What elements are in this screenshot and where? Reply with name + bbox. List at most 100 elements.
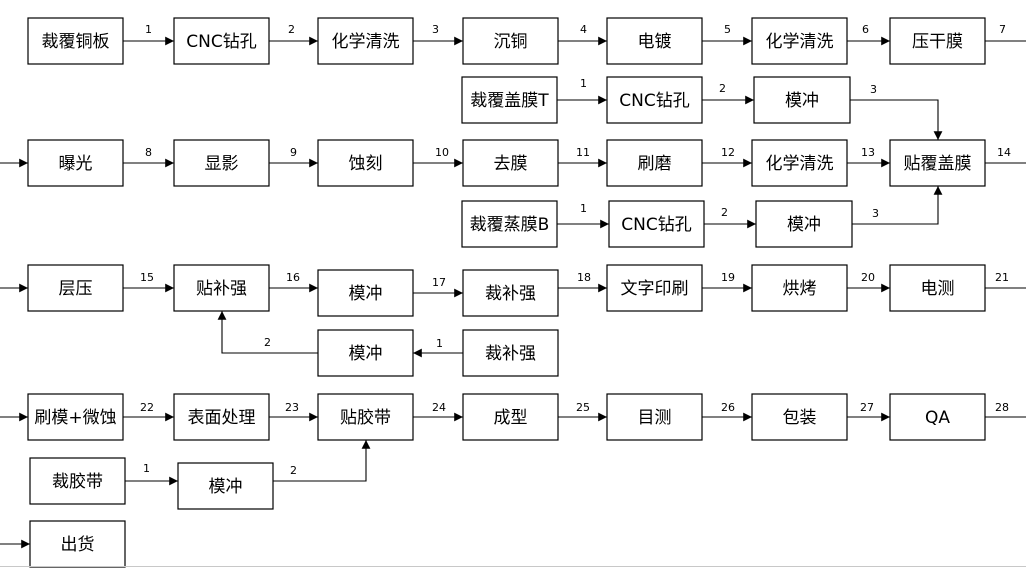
process-step-label: 裁补强 (485, 344, 536, 364)
process-step-n6: 化学清洗 (751, 17, 848, 65)
process-step-box (606, 264, 703, 312)
process-step-s4a: 裁胶带 (29, 457, 126, 505)
step-number-label: 2 (264, 336, 271, 349)
process-step-n11: 去膜 (462, 139, 559, 187)
flow-arrow-s1c-n14 (850, 99, 943, 140)
process-step-label: 文字印刷 (621, 279, 689, 299)
process-step-box (606, 17, 703, 65)
process-step-box (751, 139, 848, 187)
process-step-label: CNC钻孔 (621, 215, 691, 235)
process-step-box (889, 393, 986, 441)
process-step-label: 化学清洗 (766, 154, 834, 174)
step-number-label: 2 (290, 464, 297, 477)
process-step-label: 裁胶带 (52, 472, 103, 492)
process-step-label: 化学清洗 (332, 32, 400, 52)
process-step-box (317, 393, 414, 441)
process-step-label: CNC钻孔 (619, 91, 689, 111)
step-number-label: 12 (721, 146, 735, 159)
step-number-label: 27 (860, 401, 874, 414)
process-step-box (317, 17, 414, 65)
step-number-label: 3 (872, 207, 879, 220)
step-number-label: 28 (995, 401, 1009, 414)
process-step-label: 蚀刻 (349, 154, 383, 174)
step-number-label: 6 (862, 23, 869, 36)
process-step-n27: 包装 (751, 393, 848, 441)
process-step-n12: 刷磨 (606, 139, 703, 187)
step-number-label: 3 (870, 83, 877, 96)
process-step-box (753, 76, 851, 124)
process-step-label: 化学清洗 (766, 32, 834, 52)
process-step-box (173, 393, 270, 441)
process-step-box (29, 520, 126, 568)
step-number-label: 7 (999, 23, 1006, 36)
process-step-box (606, 139, 703, 187)
step-number-label: 3 (432, 23, 439, 36)
process-step-label: 模冲 (785, 91, 819, 111)
process-step-n23: 表面处理 (173, 393, 270, 441)
process-step-n24: 贴胶带 (317, 393, 414, 441)
process-step-label: 成型 (494, 408, 528, 428)
process-step-n15: 层压 (27, 264, 124, 312)
process-step-box (27, 264, 124, 312)
process-step-n3: 化学清洗 (317, 17, 414, 65)
process-step-label: 包装 (783, 408, 817, 428)
step-number-label: 1 (436, 337, 443, 350)
step-number-label: 8 (145, 146, 152, 159)
process-step-n21: 电测 (889, 264, 986, 312)
process-step-box (608, 200, 705, 248)
step-number-label: 21 (995, 271, 1009, 284)
step-number-label: 22 (140, 401, 154, 414)
process-step-n25: 成型 (462, 393, 559, 441)
process-step-label: 层压 (59, 279, 93, 299)
step-number-label: 2 (721, 206, 728, 219)
process-step-n29: 出货 (29, 520, 126, 568)
step-number-label: 9 (290, 146, 297, 159)
process-step-label: 压干膜 (912, 32, 963, 52)
process-step-n13: 化学清洗 (751, 139, 848, 187)
process-step-label: 去膜 (494, 154, 528, 174)
step-number-label: 2 (288, 23, 295, 36)
process-step-label: 贴补强 (196, 279, 247, 299)
process-step-box (461, 76, 558, 124)
process-step-n20: 烘烤 (751, 264, 848, 312)
step-number-label: 15 (140, 271, 154, 284)
step-number-label: 14 (997, 146, 1011, 159)
process-step-label: 电镀 (638, 32, 672, 52)
process-step-n1: 裁覆铜板 (27, 17, 124, 65)
process-step-n22: 刷模+微蚀 (27, 393, 124, 441)
flow-arrow-s2c-n14 (852, 186, 943, 225)
process-step-box (462, 329, 559, 377)
process-step-n28: QA (889, 393, 986, 441)
process-step-box (29, 457, 126, 505)
process-step-box (462, 139, 559, 187)
process-step-label: 贴覆盖膜 (904, 154, 972, 174)
process-step-box (27, 139, 124, 187)
process-step-box (27, 393, 124, 441)
process-step-box (462, 269, 559, 317)
process-step-label: 模冲 (787, 215, 821, 235)
process-step-box (606, 393, 703, 441)
process-step-s3b: 模冲 (317, 329, 414, 377)
process-step-box (173, 139, 270, 187)
process-step-label: 裁覆蒸膜B (470, 215, 550, 235)
step-number-label: 17 (432, 276, 446, 289)
process-step-label: 刷磨 (638, 154, 672, 174)
process-step-box (27, 17, 124, 65)
process-step-box (889, 264, 986, 312)
process-step-label: 贴胶带 (340, 408, 391, 428)
process-step-label: 裁补强 (485, 284, 536, 304)
flow-arrow-s4b-n24 (273, 440, 371, 482)
process-step-s4b: 模冲 (177, 462, 274, 510)
step-number-label: 23 (285, 401, 299, 414)
process-step-box (889, 17, 986, 65)
step-number-label: 25 (576, 401, 590, 414)
process-step-label: 模冲 (209, 477, 243, 497)
process-step-s2a: 裁覆蒸膜B (461, 200, 558, 248)
step-number-label: 24 (432, 401, 446, 414)
process-step-box (755, 200, 853, 248)
process-step-n14: 贴覆盖膜 (889, 139, 986, 187)
process-step-n8: 曝光 (27, 139, 124, 187)
process-step-label: 裁覆盖膜T (470, 91, 549, 111)
